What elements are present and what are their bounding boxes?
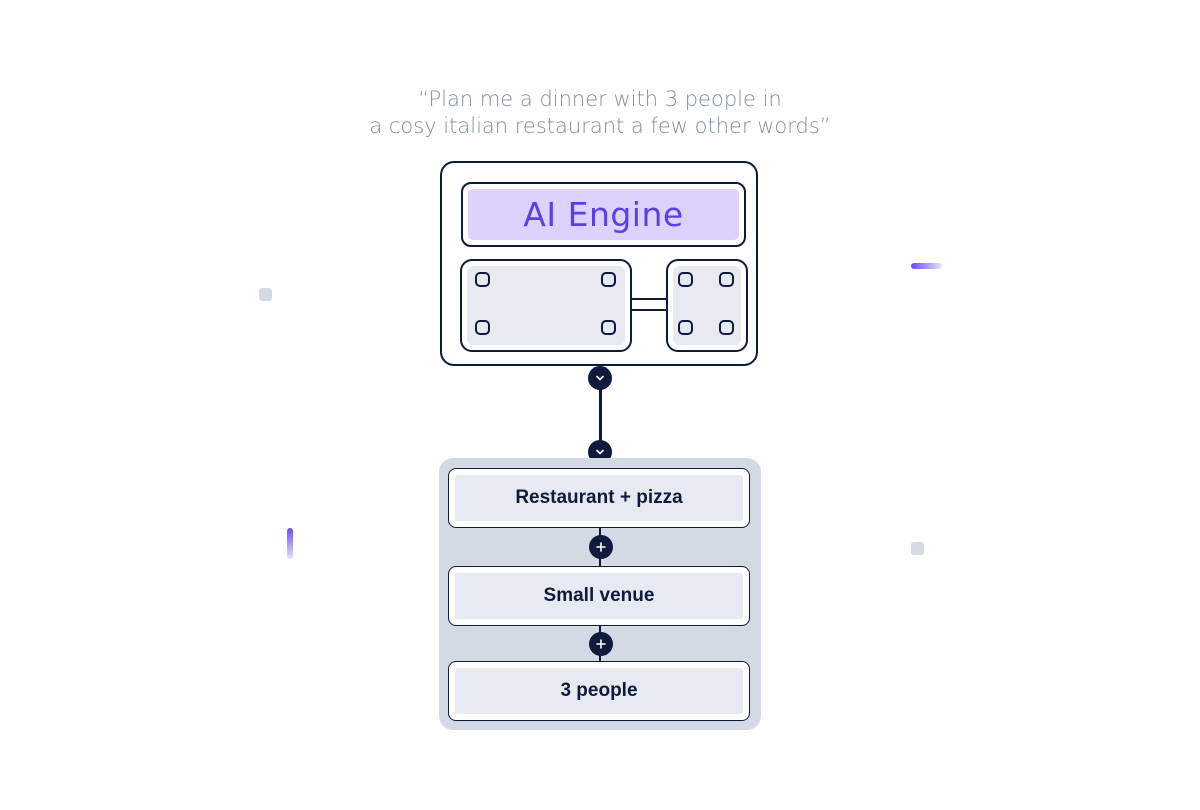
decor-dash-vertical xyxy=(287,528,293,559)
ai-engine-title: AI Engine xyxy=(468,189,739,240)
prompt-line-2: a cosy italian restaurant a few other wo… xyxy=(369,114,831,138)
ai-engine-title-frame: AI Engine xyxy=(461,182,746,247)
result-card-people[interactable]: 3 people xyxy=(448,661,750,721)
result-card-label: 3 people xyxy=(455,668,743,714)
result-card-label: Small venue xyxy=(455,573,743,619)
engine-chip-right xyxy=(666,259,748,352)
engine-bridge-top xyxy=(630,298,668,300)
chip-corner-icon xyxy=(601,320,616,335)
plus-icon[interactable] xyxy=(589,535,613,559)
chip-corner-icon xyxy=(678,272,693,287)
chip-corner-icon xyxy=(719,272,734,287)
engine-bridge-bottom xyxy=(630,309,668,311)
plus-icon[interactable] xyxy=(589,632,613,656)
chevron-down-icon[interactable] xyxy=(588,366,612,390)
result-card-label: Restaurant + pizza xyxy=(455,475,743,521)
prompt-quote: “Plan me a dinner with 3 people in a cos… xyxy=(300,86,900,140)
ai-engine-box: AI Engine xyxy=(440,161,758,366)
result-card-restaurant[interactable]: Restaurant + pizza xyxy=(448,468,750,528)
chip-corner-icon xyxy=(678,320,693,335)
chip-corner-icon xyxy=(601,272,616,287)
result-stack: Restaurant + pizza Small venue 3 people xyxy=(439,458,761,730)
chip-corner-icon xyxy=(475,272,490,287)
engine-output-connector xyxy=(599,368,602,452)
decor-dash-horizontal xyxy=(911,263,942,269)
engine-chip-left xyxy=(460,259,632,352)
result-card-venue[interactable]: Small venue xyxy=(448,566,750,626)
decor-square xyxy=(259,288,272,301)
prompt-line-1: “Plan me a dinner with 3 people in xyxy=(418,87,782,111)
decor-square xyxy=(911,542,924,555)
chip-corner-icon xyxy=(475,320,490,335)
chip-corner-icon xyxy=(719,320,734,335)
